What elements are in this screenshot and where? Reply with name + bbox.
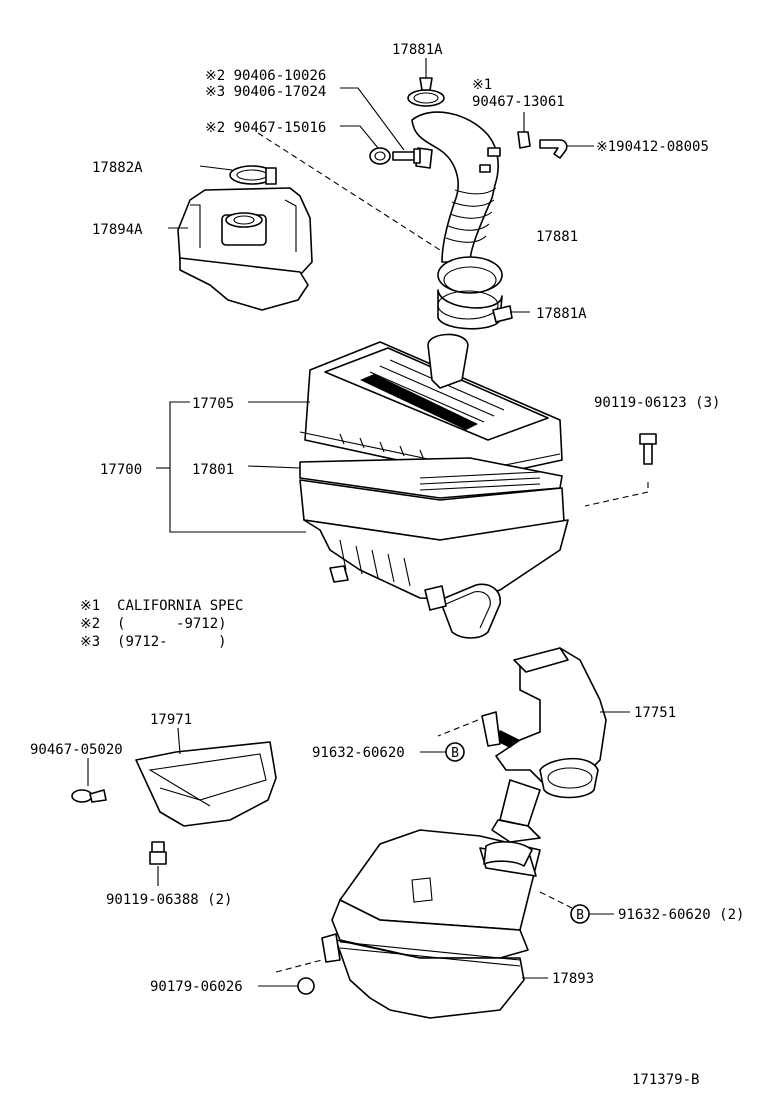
bracket-17700 [156,401,306,533]
label-17751: 17751 [634,705,676,721]
note-line-3: ※3 (9712- ) [80,634,227,650]
label-904061-17024: ※3 90406-17024 [205,84,326,100]
air-cleaner-cap-17705 [248,333,563,479]
label-17881A-bottom: 17881A [536,306,587,322]
label-17705: 17705 [192,396,234,412]
note-line-1: ※1 CALIFORNIA SPEC [80,598,243,614]
intake-duct-17751 [437,647,630,843]
bolt-9011906388 [149,841,167,886]
hose-clamp-9046715016 [340,125,391,165]
clamp-17882A [199,165,277,185]
label-9041208005: ※190412-08005 [596,139,709,155]
svg-text:B: B [451,746,459,761]
label-17882A: 17882A [92,160,143,176]
air-cleaner-case [299,479,569,639]
label-9017906026: 90179-06026 [150,979,243,995]
clip-9046705020 [71,758,107,803]
label-9163260620-a: 91632-60620 [312,745,405,761]
label-9046705020: 90467-05020 [30,742,123,758]
label-9011906123: 90119-06123 (3) [594,395,720,411]
label-9046715016: ※2 90467-15016 [205,120,326,136]
air-cleaner-hose-17881 [411,111,513,330]
circled-letter-icon: B [420,742,465,762]
label-17700: 17700 [100,462,142,478]
screw-icon [392,148,421,164]
circled-letter-icon: B [570,904,614,924]
label-17893: 17893 [552,971,594,987]
label-17881: 17881 [536,229,578,245]
label-904061-10026: ※2 90406-10026 [205,68,326,84]
pcv-hose-9041208005 [539,139,594,159]
label-9011906388: 90119-06388 (2) [106,892,232,908]
hose-clamp-top [407,58,445,107]
leader-904061 [340,87,405,151]
label-17894A: 17894A [92,222,143,238]
label-note1-mark: ※1 [472,77,492,93]
label-9163260620-b: 91632-60620 (2) [618,907,744,923]
label-17971: 17971 [150,712,192,728]
svg-text:B: B [576,908,584,923]
air-cleaner-case-17893 [321,829,573,1019]
dashed-leader-resonator [257,132,441,251]
note-line-2: ※2 ( -9712) [80,616,227,632]
diagram-id: 171379-B [632,1072,699,1088]
label-17801: 17801 [192,462,234,478]
duct-17971 [135,727,277,827]
label-17881A-top: 17881A [392,42,443,58]
clip-9017906026 [258,959,323,995]
bolt-9011906123 [584,433,657,507]
label-9046713061: 90467-13061 [472,94,565,110]
clip-9046713061 [517,112,531,149]
resonator-17894A [168,187,313,311]
